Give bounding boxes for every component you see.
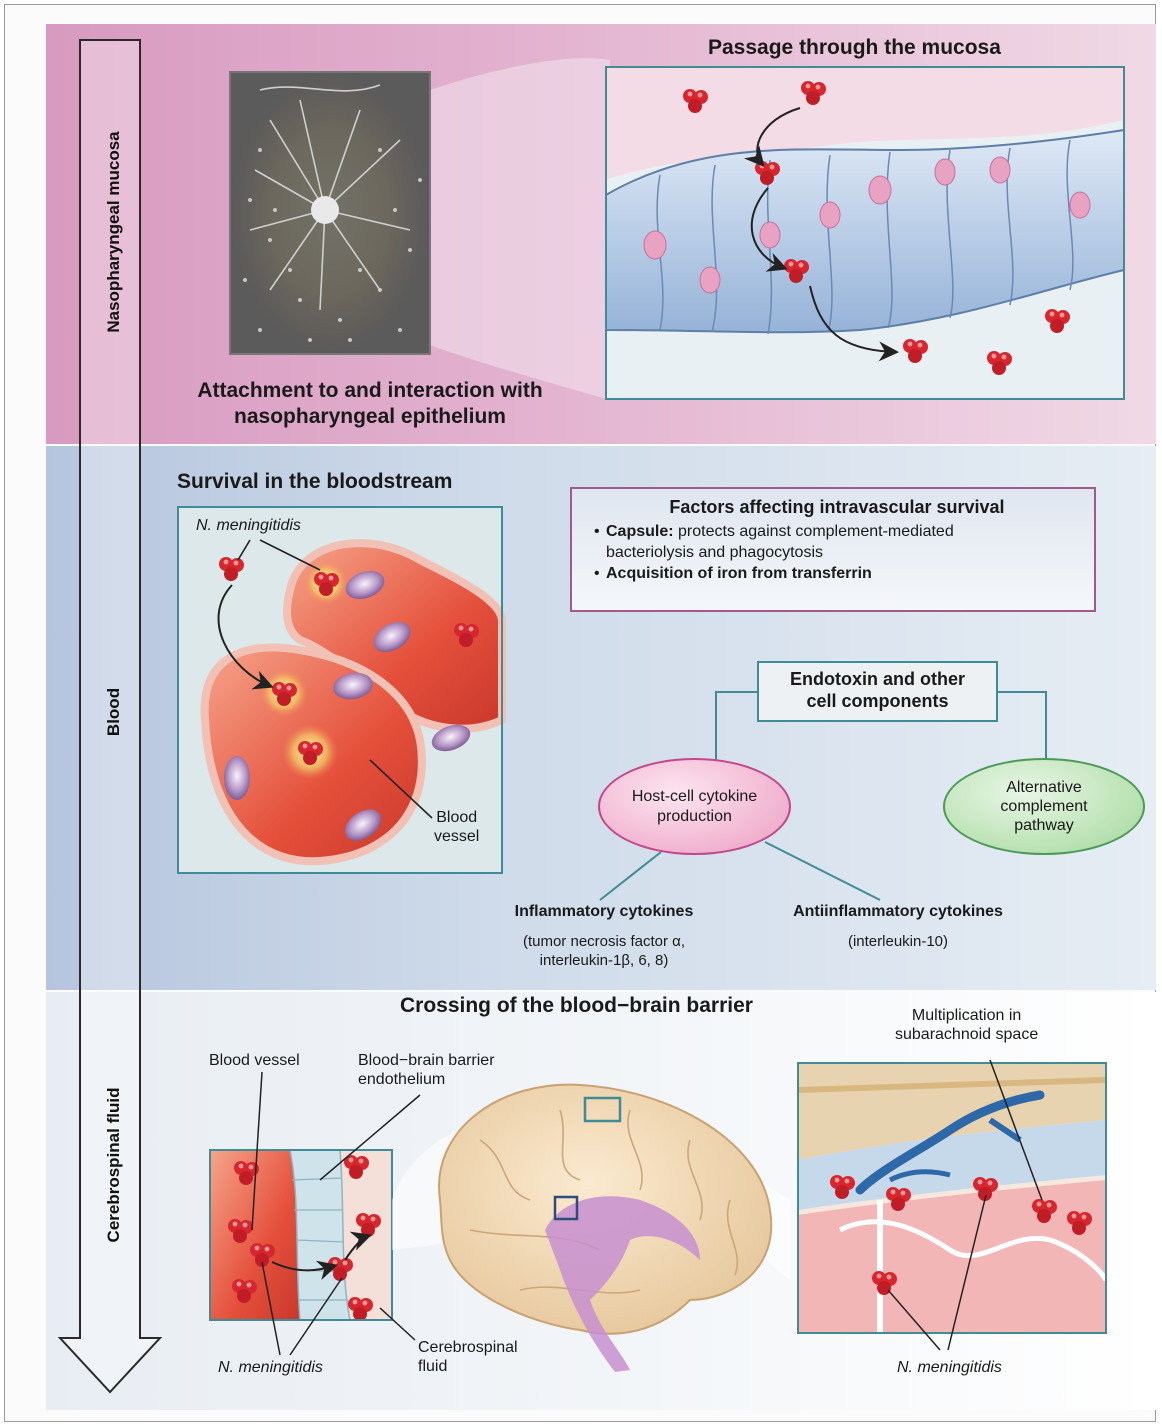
factor-capsule: Capsule: protects against complement-med… — [594, 522, 1080, 564]
subarachnoid-panel — [798, 1060, 1106, 1350]
factor-iron: Acquisition of iron from transferrin — [594, 564, 1080, 585]
attachment-caption: Attachment to and interaction with nasop… — [150, 378, 590, 431]
factor-capsule-term: Capsule: — [606, 523, 674, 540]
attachment-caption-line2: nasopharyngeal epithelium — [150, 404, 590, 430]
alt-complement-oval: Alternative complement pathway — [943, 758, 1145, 855]
csf-line2: fluid — [418, 1357, 518, 1376]
passage-title: Passage through the mucosa — [708, 36, 1001, 60]
factor-capsule-desc2: bacteriolysis and phagocytosis — [606, 544, 823, 561]
multiplication-label: Multiplication in subarachnoid space — [895, 1006, 1038, 1044]
survival-title: Survival in the bloodstream — [177, 470, 452, 494]
passage-panel — [606, 67, 1124, 399]
multiplication-line1: Multiplication in — [895, 1006, 1038, 1025]
alt-complement-line3: pathway — [1000, 816, 1087, 835]
n-meningitidis-label-right: N. meningitidis — [897, 1358, 1002, 1377]
bbb-endothelium-label: Blood−brain barrier endothelium — [358, 1051, 495, 1089]
crossing-title: Crossing of the blood−brain barrier — [400, 994, 753, 1018]
blood-vessel-label-line2: vessel — [434, 827, 479, 846]
n-meningitidis-label-blood: N. meningitidis — [196, 516, 301, 535]
bbb-line1: Blood−brain barrier — [358, 1051, 495, 1070]
inflammatory-sub-line2: interleukin-1β, 6, 8) — [470, 952, 738, 971]
sem-micrograph — [230, 58, 610, 400]
alt-complement-line2: complement — [1000, 797, 1087, 816]
section-label-csf: Cerebrospinal fluid — [104, 1088, 124, 1243]
endotoxin-line1: Endotoxin and other — [759, 669, 996, 691]
endotoxin-box: Endotoxin and other cell components — [757, 661, 998, 722]
host-cytokine-line2: production — [632, 807, 757, 826]
n-meningitidis-label-left: N. meningitidis — [218, 1358, 323, 1377]
bbb-panel — [210, 1072, 420, 1355]
endotoxin-line2: cell components — [759, 691, 996, 713]
csf-line1: Cerebrospinal — [418, 1338, 518, 1357]
host-cytokine-oval: Host-cell cytokine production — [598, 758, 791, 855]
csf-label: Cerebrospinal fluid — [418, 1338, 518, 1376]
factor-iron-term: Acquisition of iron from transferrin — [606, 565, 872, 582]
antiinflammatory-cytokines-title: Antiinflammatory cytokines — [762, 903, 1034, 921]
inflammatory-sub-line1: (tumor necrosis factor α, — [470, 933, 738, 952]
factors-box: Factors affecting intravascular survival… — [570, 487, 1096, 612]
attachment-caption-line1: Attachment to and interaction with — [150, 378, 590, 404]
blood-vessel-label: Blood vessel — [434, 808, 479, 846]
section-label-nasopharyngeal: Nasopharyngeal mucosa — [104, 131, 124, 332]
blood-vessel-label-line1: Blood — [434, 808, 479, 827]
factor-capsule-desc: protects against complement-mediated — [674, 523, 954, 540]
alt-complement-line1: Alternative — [1000, 778, 1087, 797]
inflammatory-cytokines-title: Inflammatory cytokines — [486, 903, 722, 921]
multiplication-line2: subarachnoid space — [895, 1025, 1038, 1044]
brain-illustration — [392, 1085, 790, 1372]
bbb-line2: endothelium — [358, 1070, 495, 1089]
section-label-blood: Blood — [104, 688, 124, 736]
inflammatory-cytokines-sub: (tumor necrosis factor α, interleukin-1β… — [470, 933, 738, 971]
blood-vessel-label-csf: Blood vessel — [209, 1051, 300, 1070]
factors-title: Factors affecting intravascular survival — [594, 497, 1080, 518]
host-cytokine-line1: Host-cell cytokine — [632, 787, 757, 806]
antiinflammatory-cytokines-sub: (interleukin-10) — [762, 933, 1034, 952]
factors-list: Capsule: protects against complement-med… — [594, 522, 1080, 584]
